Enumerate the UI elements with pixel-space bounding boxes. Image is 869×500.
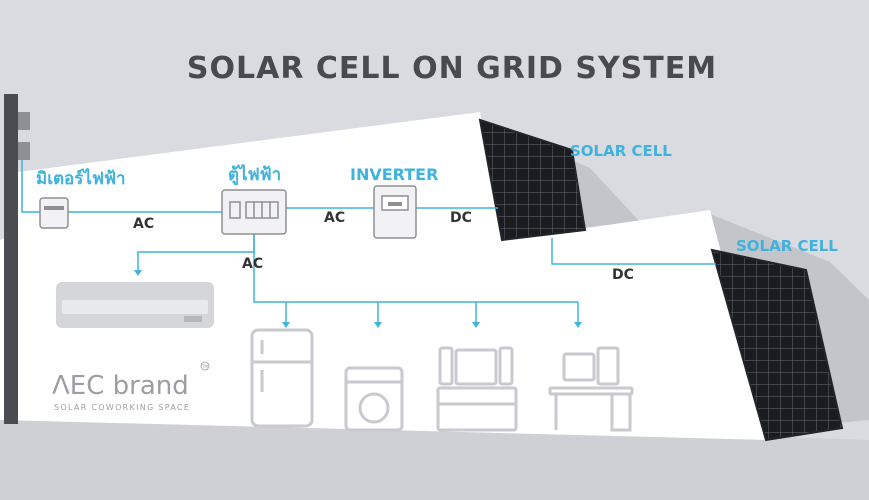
solar-panel-right-icon	[710, 248, 844, 442]
washing-machine-icon	[344, 366, 404, 432]
wire-cabinet-loads	[253, 234, 578, 303]
pole-insulator-bottom	[18, 142, 30, 160]
label-solar-cell-right: SOLAR CELL	[736, 237, 838, 255]
electric-meter-icon	[39, 197, 69, 229]
air-conditioner-icon	[56, 282, 214, 328]
brand-tm-badge	[200, 361, 210, 371]
brand-tagline: SOLAR COWORKING SPACE	[54, 403, 190, 412]
house-body	[0, 112, 770, 440]
pole-insulator-top	[18, 112, 30, 130]
label-meter: มิเตอร์ไฟฟ้า	[36, 168, 126, 189]
refrigerator-icon	[250, 328, 314, 428]
utility-pole	[4, 94, 18, 424]
brand-name: ΛEC brand	[52, 371, 189, 401]
label-inverter: INVERTER	[350, 165, 438, 184]
tv-stereo-icon	[436, 346, 518, 432]
solar-panel-top-icon	[478, 118, 587, 242]
diagram-title: SOLAR CELL ON GRID SYSTEM	[187, 51, 717, 86]
computer-desk-icon	[548, 346, 634, 432]
label-ac-meter-cabinet: AC	[133, 216, 154, 232]
label-ac-loads: AC	[242, 256, 263, 272]
arrow-heads	[134, 270, 582, 328]
label-cabinet: ตู้ไฟฟ้า	[228, 164, 281, 186]
electric-cabinet-icon	[221, 189, 287, 235]
brand-tm: TM	[201, 364, 208, 369]
wire-pole-meter	[21, 160, 40, 213]
label-ac-cabinet-inverter: AC	[324, 210, 345, 226]
label-dc-panel-bottom: DC	[612, 267, 634, 283]
wire-panel-bottom	[551, 238, 716, 265]
label-solar-cell-top: SOLAR CELL	[570, 142, 672, 160]
label-dc-panel-inverter: DC	[450, 210, 472, 226]
inverter-icon	[373, 185, 417, 239]
